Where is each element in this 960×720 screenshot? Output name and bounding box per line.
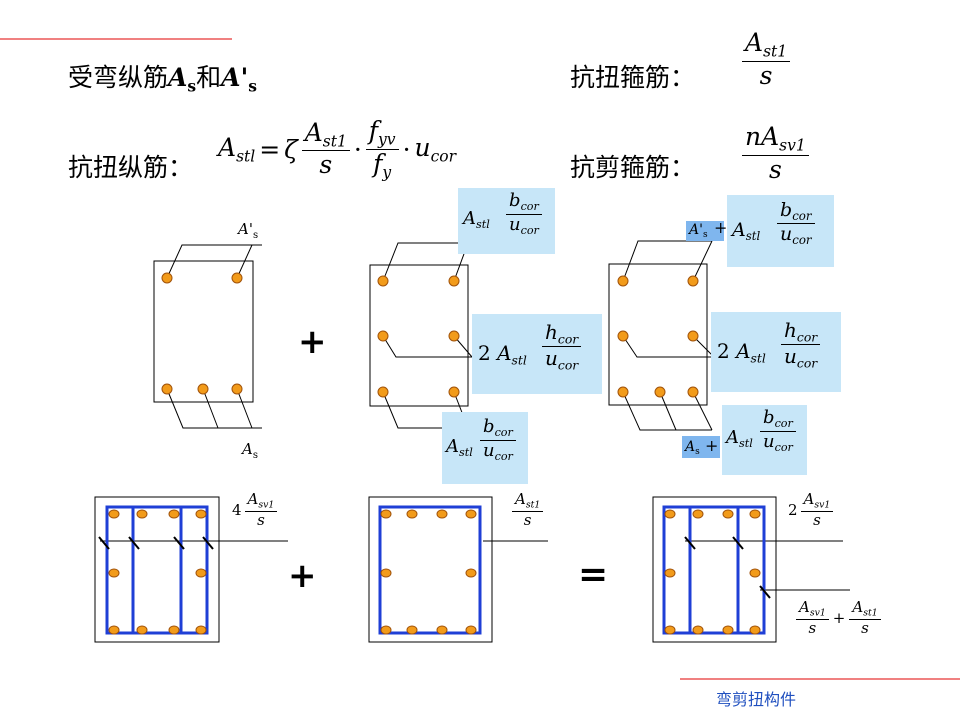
rebar-bottom: [231, 383, 243, 395]
rebar-bottom: [197, 383, 209, 395]
rebar-bottom: [161, 383, 173, 395]
operator-plus-middle: +: [298, 322, 327, 362]
rebar: [448, 275, 460, 287]
section-flexure-outline: [153, 260, 254, 403]
top-accent-line: [0, 38, 232, 40]
formula-torsion-longitudinal: Astl = ζ Ast1 s · fyv fy · ucor: [218, 116, 457, 182]
plus-bottom-right: +: [705, 436, 719, 455]
plus-top-right: +: [714, 218, 728, 237]
label-Asv1-plus-Ast1: Asv1 s + Ast1 s: [796, 599, 881, 637]
rebar: [687, 275, 699, 287]
rebar: [377, 386, 389, 398]
box-A-prime-s-tag: A's: [686, 221, 724, 241]
box-combined-mid: 2 Astl hcor ucor: [711, 312, 841, 392]
rebar: [617, 330, 629, 342]
rebar: [448, 386, 460, 398]
operator-equals: =: [578, 554, 609, 595]
rebar: [617, 386, 629, 398]
rebar: [377, 275, 389, 287]
operator-plus-bottom: +: [288, 556, 317, 596]
box-top-stl-bcor: Astl bcor ucor: [458, 188, 555, 254]
formula-torsion-stirrup: Ast1 s: [742, 29, 791, 89]
box-A-s-tag: As: [682, 436, 720, 458]
rebar: [654, 386, 666, 398]
heading-torsion-longitudinal: 抗扭纵筋：: [68, 153, 194, 182]
label-2-Asv1-s: 2 Asv1 s: [788, 491, 834, 529]
label-4-Asv1-s: 4 Asv1 s: [232, 491, 278, 529]
heading-shear-stirrup: 抗剪箍筋：: [570, 153, 696, 182]
rebar: [687, 386, 699, 398]
rebar: [448, 330, 460, 342]
bottom-accent-line: [680, 678, 960, 680]
heading-flexure-longitudinal: 受弯纵筋As和A's: [68, 63, 257, 96]
box-bot-stl-bcor: Astl bcor ucor: [442, 412, 528, 484]
box-combined-top: Astl bcor ucor: [727, 195, 834, 267]
section-torsion-stirrup-outline: [368, 496, 493, 643]
rebar-top: [231, 272, 243, 284]
box-combined-bot: Astl bcor ucor: [722, 405, 807, 475]
section-combined-long-outline: [608, 263, 708, 406]
formula-shear-stirrup: nAsv1 s: [742, 123, 809, 183]
label-A-prime-s: A's: [238, 220, 259, 241]
section-torsion-long-outline: [369, 264, 469, 407]
section-shear-outline: [94, 496, 220, 643]
heading-torsion-stirrup: 抗扭箍筋：: [570, 63, 696, 92]
section-combined-stirrup-outline: [652, 496, 777, 643]
rebar: [617, 275, 629, 287]
label-Ast1-s: Ast1 s: [512, 491, 544, 529]
footer-title: 弯剪扭构件: [716, 690, 797, 709]
box-mid-2stl-hcor: 2 Astl hcor ucor: [472, 314, 602, 394]
rebar-top: [161, 272, 173, 284]
label-A-s: As: [242, 440, 258, 461]
rebar: [687, 330, 699, 342]
rebar: [377, 330, 389, 342]
